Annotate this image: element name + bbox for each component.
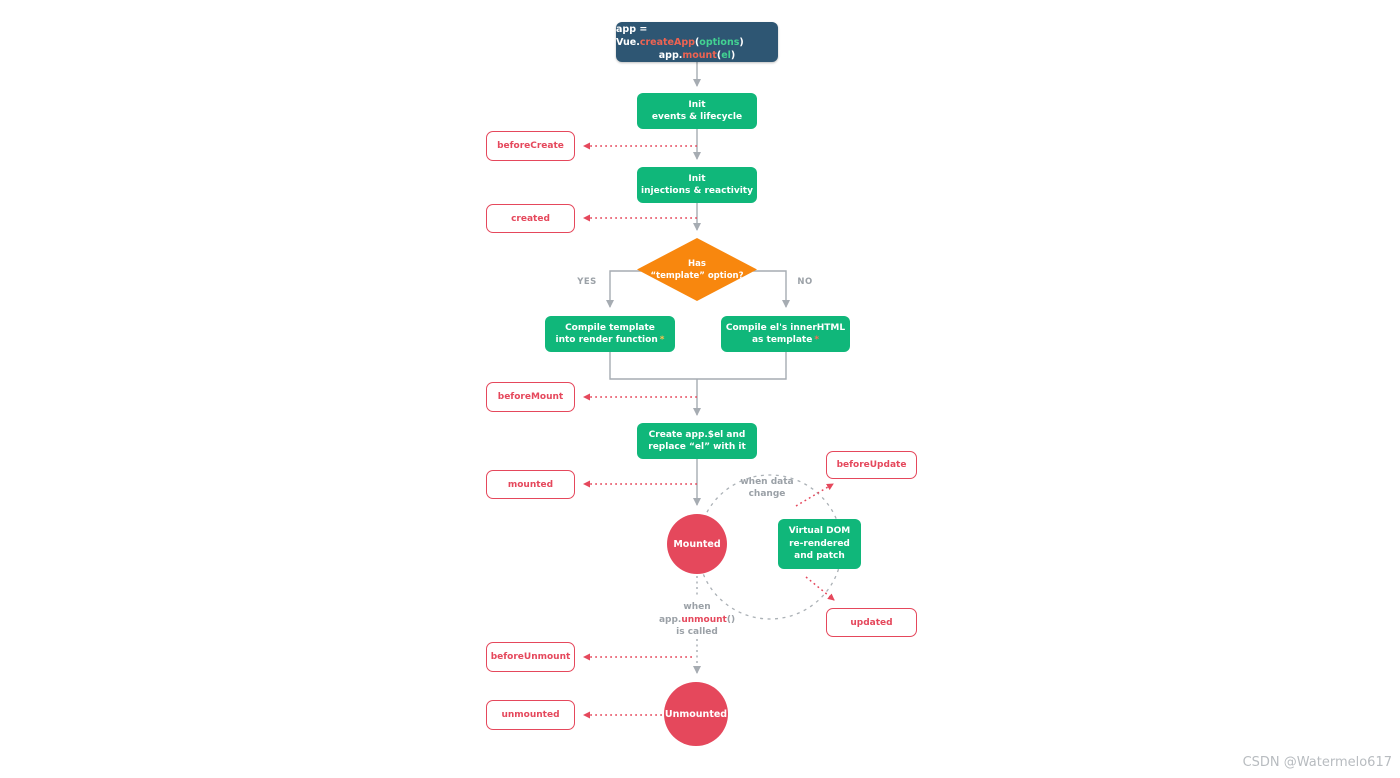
step-virtual-dom-rerender: Virtual DOM re-rendered and patch xyxy=(778,519,861,569)
csdn-watermark: CSDN @Watermelo617 xyxy=(1242,755,1392,770)
hook-unmounted: unmounted xyxy=(486,700,575,730)
code-line-2: app.mount(el) xyxy=(658,49,736,61)
branch-label-no: NO xyxy=(797,277,813,287)
step-compile-template: Compile template into render function* xyxy=(545,316,675,352)
footnote-asterisk: * xyxy=(659,335,665,345)
step-compile-el-innerhtml: Compile el's innerHTML as template* xyxy=(721,316,850,352)
hook-created: created xyxy=(486,204,575,233)
hook-before-mount: beforeMount xyxy=(486,382,575,412)
step-init-injections: Init injections & reactivity xyxy=(637,167,757,203)
hook-before-update: beforeUpdate xyxy=(826,451,917,479)
annotation-when-data-change: when data change xyxy=(740,476,794,500)
create-app-code-box: app = Vue.createApp(options) app.mount(e… xyxy=(616,22,778,62)
state-unmounted-circle: Unmounted xyxy=(664,682,728,746)
annotation-when-unmount-called: when app.unmount() is called xyxy=(658,602,736,638)
footnote-asterisk: * xyxy=(814,335,820,345)
branch-label-yes: YES xyxy=(577,277,597,287)
code-line-1: app = Vue.createApp(options) xyxy=(616,23,744,48)
step-create-app-el: Create app.$el and replace “el” with it xyxy=(637,423,757,459)
hook-mounted: mounted xyxy=(486,470,575,499)
hook-before-create: beforeCreate xyxy=(486,131,575,161)
state-mounted-circle: Mounted xyxy=(667,514,727,574)
step-init-events: Init events & lifecycle xyxy=(637,93,757,129)
hook-before-unmount: beforeUnmount xyxy=(486,642,575,672)
hook-updated: updated xyxy=(826,608,917,637)
